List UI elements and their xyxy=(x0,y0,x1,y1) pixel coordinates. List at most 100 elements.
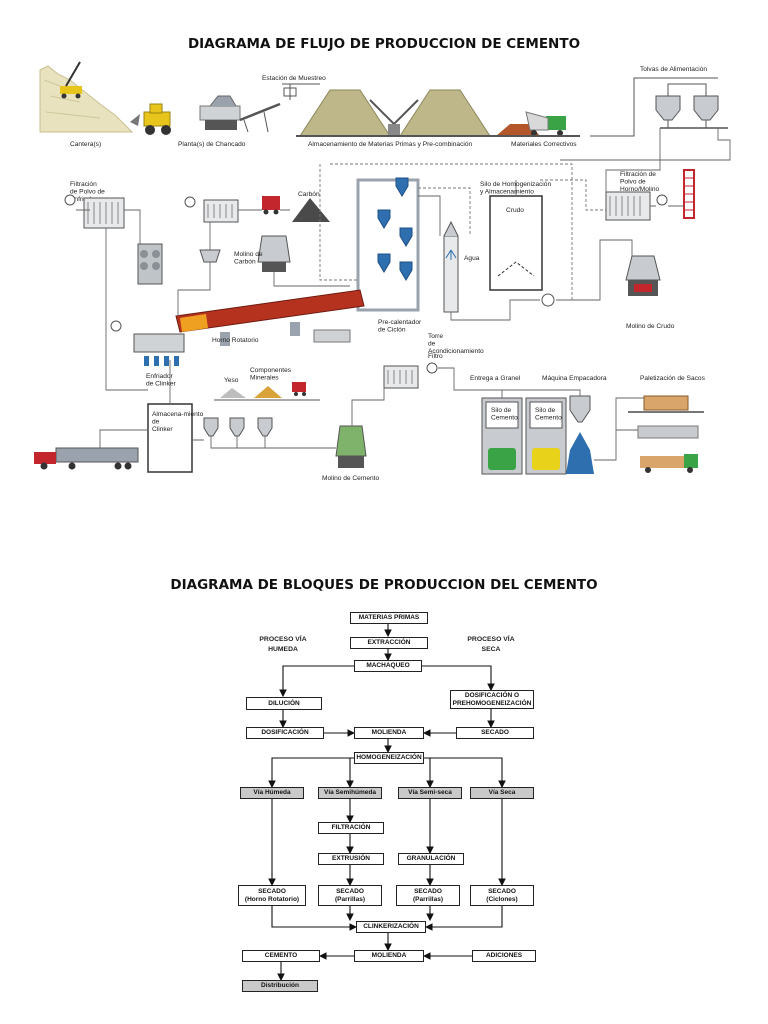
label-granel: Entrega a Granel xyxy=(470,375,521,382)
packing-machine xyxy=(566,395,594,474)
label-silo-cemento-1-line: Cemento xyxy=(491,415,518,422)
block-label: MACHAQUEO xyxy=(366,662,410,670)
block-materias-primas: MATERIAS PRIMAS xyxy=(350,612,428,624)
sampling-station xyxy=(282,83,320,100)
cement-silos xyxy=(481,397,567,475)
block-label: ADICIONES xyxy=(485,952,523,960)
block-via-humeda: Vía Húmeda xyxy=(240,787,304,799)
label-precalentador-line: Pre-calentador xyxy=(378,319,422,326)
label-proceso-seca-2: SECA xyxy=(482,646,501,653)
label-cantera: Cantera(s) xyxy=(70,141,101,148)
label-componentes-line: Componentes xyxy=(250,367,292,374)
clinker-truck xyxy=(34,447,139,470)
label-almacenamiento: Almacenamiento de Materias Primas y Pre-… xyxy=(308,141,473,148)
dashed-flow-connections xyxy=(319,163,606,300)
label-enfriador-line: de Clinker xyxy=(146,381,176,388)
label-almac-clinker-line: Almacena-miento xyxy=(152,411,204,418)
block-granulacion: GRANULACIÓN xyxy=(398,853,464,865)
block-label: Vía Húmeda xyxy=(253,789,291,797)
label-torre-line: de xyxy=(428,341,436,348)
label-molino-crudo: Molino de Crudo xyxy=(626,323,675,330)
block-label: EXTRACCIÓN xyxy=(367,639,411,647)
feed-hoppers xyxy=(655,83,728,129)
block-dosificacion: DOSIFICACIÓN xyxy=(246,727,324,739)
label-almac-clinker-line: Clinker xyxy=(152,426,173,433)
heat-exchanger xyxy=(137,243,163,285)
block-cemento: CEMENTO xyxy=(242,950,320,962)
block-molienda-final: MOLIENDA xyxy=(354,950,424,962)
label-almac-clinker-line: de xyxy=(152,419,160,426)
label-filtro-horno-line: Polvo de xyxy=(620,179,646,186)
block-label: DILUCIÓN xyxy=(268,699,300,707)
label-filtro-enfriador-line: Filtración xyxy=(70,181,97,188)
label-torre-line: Acondicionamiento xyxy=(428,348,484,355)
homogenization-silo xyxy=(489,195,555,307)
cement-filter xyxy=(383,362,438,389)
block-diagram-title: DIAGRAMA DE BLOQUES DE PRODUCCION DEL CE… xyxy=(170,577,598,593)
block-label: EXTRUSIÓN xyxy=(332,855,370,863)
block-label: Vía Semi-seca xyxy=(408,789,452,797)
block-label: FILTRACIÓN xyxy=(331,824,371,832)
block-sublabel: (Ciclones) xyxy=(486,895,518,903)
block-filtracion: FILTRACIÓN xyxy=(318,822,384,834)
block-label: HOMOGENEIZACIÓN xyxy=(356,754,422,762)
block-label: SECADO xyxy=(336,888,364,896)
block-dosificacion-prehomo: DOSIFICACIÓN O PREHOMOGENEIZACIÓN xyxy=(450,690,534,709)
block-secado-ciclones: SECADO(Ciclones) xyxy=(470,885,534,906)
label-molino-carbon-line: Molino de xyxy=(234,251,263,258)
block-sublabel: (Parrillas) xyxy=(413,895,443,903)
crushing-plant-illustration xyxy=(130,95,281,135)
clinker-cooler xyxy=(133,333,185,366)
block-secado-parrillas-1: SECADO(Parrillas) xyxy=(318,885,382,906)
label-estacion-muestreo: Estación de Muestreo xyxy=(262,75,326,82)
additive-piles xyxy=(214,382,320,401)
block-label: DOSIFICACIÓN O PREHOMOGENEIZACIÓN xyxy=(452,692,532,707)
label-proceso-seca-1: PROCESO VÍA xyxy=(467,634,514,643)
block-homogeneizacion: HOMOGENEIZACIÓN xyxy=(354,752,424,764)
label-filtro-horno-line: Filtración de xyxy=(620,171,656,178)
label-carbon: Carbón xyxy=(298,191,320,198)
block-via-seca: Vía Seca xyxy=(470,787,534,799)
block-label: MATERIAS PRIMAS xyxy=(358,614,420,622)
label-silo-cemento-1-line: Silo de xyxy=(491,407,511,414)
label-filtro-horno-line: Horno/Molino xyxy=(620,186,660,193)
raw-material-stockpiles xyxy=(296,89,500,137)
label-silo-homog-line: y Almacenamiento xyxy=(480,189,534,196)
label-proceso-humeda-2: HUMEDA xyxy=(268,646,298,653)
block-label: SECADO xyxy=(258,888,286,896)
block-dilucion: DILUCIÓN xyxy=(246,697,322,710)
block-label: CEMENTO xyxy=(264,952,298,960)
block-label: DOSIFICACIÓN xyxy=(261,729,309,737)
label-silo-cemento-2-line: Cemento xyxy=(535,415,562,422)
additive-hoppers xyxy=(203,417,273,437)
block-via-semihumeda: Vía Semihúmeda xyxy=(318,787,382,799)
label-crudo: Crudo xyxy=(506,207,524,214)
block-via-semiseca: Vía Semi-seca xyxy=(398,787,462,799)
label-molino-cemento: Molino de Cemento xyxy=(322,475,380,482)
block-molienda: MOLIENDA xyxy=(354,727,424,739)
block-secado-horno: SECADO(Horno Rotatorio) xyxy=(238,885,306,906)
label-yeso: Yeso xyxy=(224,377,239,384)
block-label: SECADO xyxy=(488,888,516,896)
flow-diagram-title: DIAGRAMA DE FLUJO DE PRODUCCION DE CEMEN… xyxy=(187,36,581,52)
corrective-materials xyxy=(496,111,580,137)
block-extraccion: EXTRACCIÓN xyxy=(350,637,428,649)
label-precalentador-line: de Ciclón xyxy=(378,327,406,334)
block-label: Distribución xyxy=(261,982,299,990)
label-chancado: Planta(s) de Chancado xyxy=(178,141,246,148)
block-sublabel: (Parrillas) xyxy=(335,895,365,903)
label-tolvas: Tolvas de Alimentación xyxy=(640,66,707,73)
block-label: CLINKERIZACIÓN xyxy=(363,923,419,931)
block-label: SECADO xyxy=(414,888,442,896)
clinker-storage xyxy=(147,403,193,473)
block-label: SECADO xyxy=(481,729,509,737)
block-adiciones: ADICIONES xyxy=(472,950,536,962)
block-distribucion: Distribución xyxy=(242,980,318,992)
